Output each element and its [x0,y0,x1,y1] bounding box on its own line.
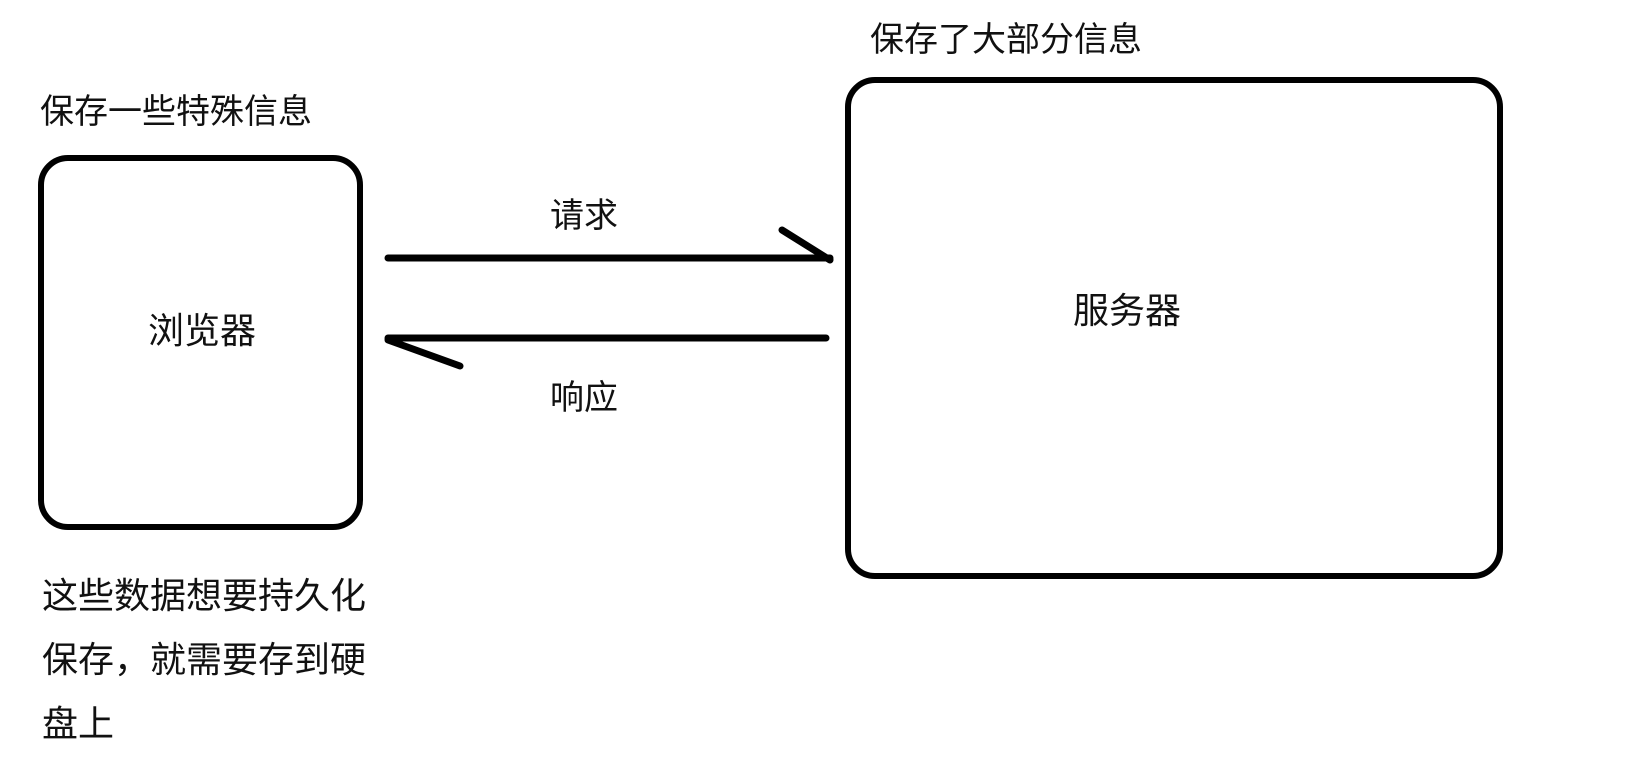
response-arrow-head [384,336,464,370]
response-arrow [384,334,830,370]
browser-bottom-note: 这些数据想要持久化 保存，就需要存到硬 盘上 [42,565,382,757]
browser-label: 浏览器 [148,311,257,352]
browser-bottom-note-line-1: 这些数据想要持久化 [42,576,367,617]
request-arrow-head [778,226,834,264]
request-label: 请求 [550,196,618,236]
response-label: 响应 [550,378,618,418]
request-arrow [384,226,834,264]
browser-bottom-note-line-2: 保存，就需要存到硬 [42,640,367,681]
server-box: 服务器 [845,77,1503,579]
server-label: 服务器 [1073,291,1182,332]
server-top-note: 保存了大部分信息 [870,20,1142,60]
browser-box: 浏览器 [38,155,363,530]
browser-top-note: 保存一些特殊信息 [40,92,312,132]
browser-bottom-note-line-3: 盘上 [42,704,115,745]
